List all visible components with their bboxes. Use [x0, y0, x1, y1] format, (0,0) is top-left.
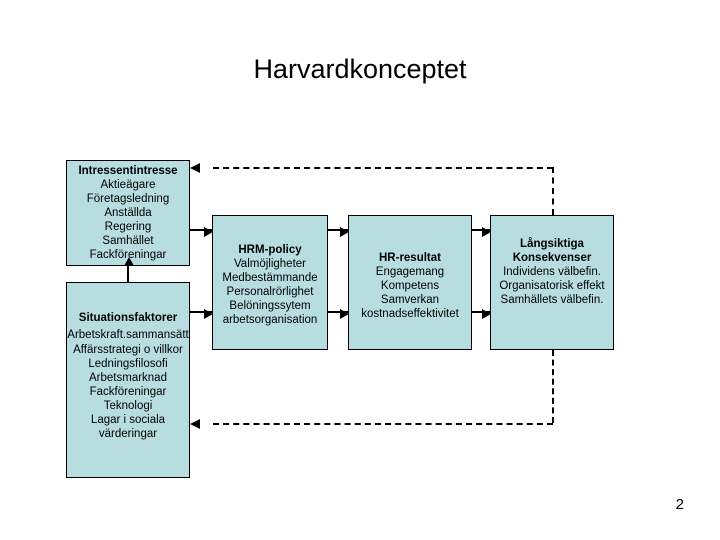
box-heading: Situationsfaktorer	[78, 312, 178, 324]
box-content: HR-resultat Engagemang Kompetens Samverk…	[330, 251, 490, 321]
box-heading: Konsekvenser	[512, 252, 592, 264]
box-line: Fackföreningar	[89, 386, 167, 398]
box-hr-resultat[interactable]: HR-resultat Engagemang Kompetens Samverk…	[348, 215, 472, 350]
arrow-situation-to-hrm-icon	[190, 309, 213, 319]
box-heading: HRM-policy	[238, 244, 302, 256]
feedback-top-dashed-line	[213, 167, 553, 169]
box-line: Regering	[104, 221, 152, 233]
feedback-right-lower-dashed-line	[552, 350, 554, 423]
box-content: Situationsfaktorer Arbetskraft.sammansät…	[38, 311, 218, 441]
page-number: 2	[675, 496, 684, 513]
feedback-right-upper-dashed-line	[552, 167, 554, 215]
box-line: Aktieägare	[100, 179, 156, 191]
arrow-hr-to-longterm-bottom-icon	[472, 309, 491, 319]
box-line: Lagar i sociala	[90, 414, 166, 426]
box-line: Organisatorisk effekt	[499, 280, 605, 292]
box-content: HRM-policy Valmöjligheter Medbestämmande…	[195, 243, 345, 327]
arrow-hrm-to-hr-top-icon	[328, 227, 349, 237]
arrow-stakeholders-to-hrm-icon	[190, 227, 213, 237]
box-heading: Intressentintresse	[78, 165, 178, 177]
box-line: Kompetens	[380, 280, 440, 292]
feedback-top-arrowhead-icon	[190, 163, 200, 173]
box-line: Fackföreningar	[89, 249, 167, 261]
box-line: kostnadseffektivitet	[361, 308, 459, 320]
box-hrm-policy[interactable]: HRM-policy Valmöjligheter Medbestämmande…	[212, 215, 328, 350]
box-heading: HR-resultat	[379, 252, 441, 264]
box-line: Arbetsmarknad	[89, 372, 167, 384]
box-langsiktiga-konsekvenser[interactable]: Långsiktiga Konsekvenser Individens välb…	[490, 215, 614, 350]
box-line: arbetsorganisation	[222, 314, 318, 326]
box-line: Samhällets välbefin.	[500, 294, 604, 306]
box-line: värderingar	[98, 428, 158, 440]
box-line: Individens välbefin.	[503, 266, 601, 278]
box-line: Företagsledning	[86, 193, 170, 205]
box-line: Anställda	[104, 207, 152, 219]
page-title: Harvardkonceptet	[253, 54, 467, 84]
box-line: Engagemang	[375, 266, 445, 278]
box-line: Medbestämmande	[222, 272, 318, 284]
box-line: Arbetskraft.sammansätt	[67, 329, 189, 341]
box-line: Ledningsfilosofi	[88, 358, 168, 370]
box-line: Teknologi	[103, 400, 153, 412]
box-line: Affärsstrategi o villkor	[73, 344, 183, 356]
box-intressentintresse[interactable]: Intressentintresse Aktieägare Företagsle…	[66, 160, 190, 266]
box-line: Personalrörlighet	[226, 286, 314, 298]
box-line: Samhället	[102, 235, 154, 247]
arrow-situation-to-stakeholders-icon	[124, 257, 134, 282]
box-heading: Långsiktiga	[520, 238, 584, 250]
box-line: Belöningssytem	[229, 300, 311, 312]
arrow-hr-to-longterm-top-icon	[472, 227, 491, 237]
box-situationsfaktorer[interactable]: Situationsfaktorer Arbetskraft.sammansät…	[66, 282, 190, 478]
box-line: Valmöjligheter	[233, 258, 306, 270]
feedback-bottom-arrowhead-icon	[190, 419, 200, 429]
feedback-bottom-dashed-line	[213, 423, 553, 425]
box-line: Samverkan	[380, 294, 440, 306]
box-content: Intressentintresse Aktieägare Företagsle…	[38, 164, 218, 262]
box-content: Långsiktiga Konsekvenser Individens välb…	[472, 237, 632, 307]
arrow-hrm-to-hr-bottom-icon	[328, 309, 349, 319]
